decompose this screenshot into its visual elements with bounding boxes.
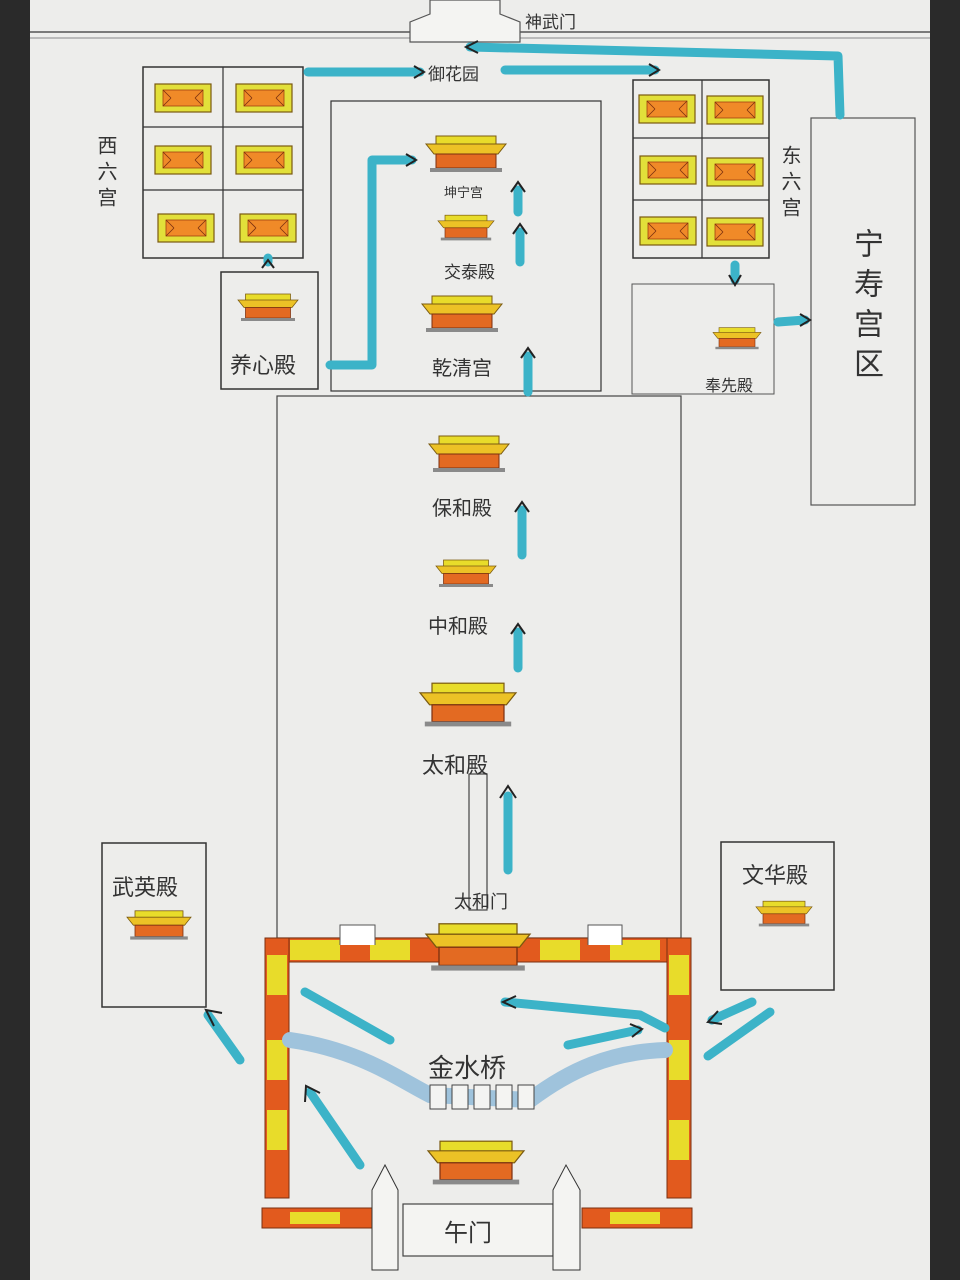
taihedian-label: 太和殿 — [422, 754, 489, 779]
taihedian-building — [419, 682, 517, 728]
kunninggong-building — [425, 135, 507, 173]
jiaotaidian-building — [437, 214, 495, 241]
taihemen-building — [425, 923, 531, 972]
wuyingdian-box — [101, 842, 207, 1008]
fengxiandian-label: 奉先殿 — [705, 376, 754, 395]
yangxindian-label: 养心殿 — [230, 354, 297, 379]
paper-sheet — [30, 0, 930, 1280]
inner-court-enclosure — [330, 100, 602, 392]
fengxiandian-building — [712, 327, 762, 350]
dongliugong-label: 东六宫 — [778, 145, 802, 223]
fengxiandian-box — [631, 283, 775, 395]
wenhuadian-box — [720, 841, 835, 991]
yangxindian-building — [237, 293, 299, 322]
wuyingdian-building — [126, 910, 192, 941]
qianqinggong-building — [421, 295, 503, 333]
outer-court-enclosure — [276, 395, 682, 939]
shenwumen-label: 神武门 — [525, 13, 576, 33]
wumen-building — [427, 1140, 525, 1186]
central-axis-walkway — [468, 773, 488, 911]
jinshuiqiao-label: 金水桥 — [428, 1054, 507, 1084]
wuyingdian-label: 武英殿 — [112, 876, 179, 901]
taihemen-wall — [264, 924, 692, 1199]
taihemen-label: 太和门 — [454, 892, 508, 913]
route-arrowheads — [204, 40, 812, 1103]
route-arrows — [203, 42, 845, 1170]
wenhuadian-building — [755, 900, 813, 927]
baohedian-label: 保和殿 — [432, 496, 492, 520]
baohedian-building — [428, 435, 510, 473]
xiliugong-label: 西六宫 — [94, 135, 118, 213]
xiliugong-block — [142, 66, 304, 259]
yuhuayuan-label: 御花园 — [428, 65, 479, 85]
shenwumen-gate — [409, 0, 521, 43]
wumen-walls — [261, 1163, 693, 1271]
wumen-label: 午门 — [444, 1219, 492, 1247]
yangxindian-box — [220, 271, 319, 390]
ningshougongqu-block — [810, 117, 916, 506]
dongliugong-block — [632, 79, 770, 259]
zhonghedian-label: 中和殿 — [428, 614, 488, 638]
qianqinggong-label: 乾清宫 — [432, 356, 492, 380]
jiaotaidian-label: 交泰殿 — [444, 263, 495, 283]
kunninggong-label: 坤宁宫 — [444, 186, 484, 201]
jinshui-bridges — [429, 1084, 535, 1110]
ningshougongqu-label: 宁寿宫区 — [848, 228, 883, 388]
zhonghedian-building — [435, 559, 497, 588]
yangxindian-arrowhead — [261, 258, 275, 269]
wenhuadian-label: 文华殿 — [742, 864, 809, 889]
